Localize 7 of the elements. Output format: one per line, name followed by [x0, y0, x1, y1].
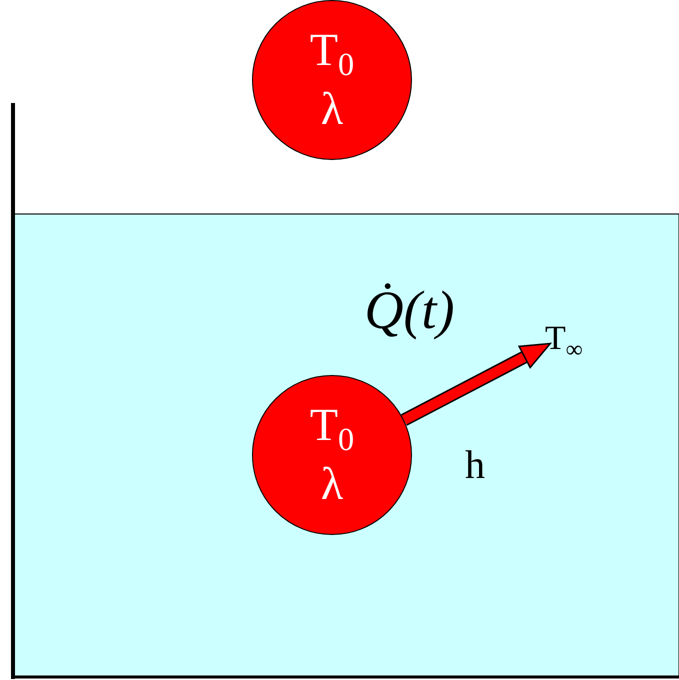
- temperature-label: T$_{0}$: [310, 398, 354, 458]
- conductivity-symbol: λ: [320, 458, 344, 512]
- conductivity-symbol: λ: [320, 83, 344, 136]
- heat-flow-label: Q̇(t): [364, 283, 454, 338]
- temperature-label: T$_{∞}$: [545, 322, 583, 363]
- heat-transfer-coefficient: h: [465, 445, 485, 485]
- temperature-label: T$_{0}$: [310, 24, 354, 84]
